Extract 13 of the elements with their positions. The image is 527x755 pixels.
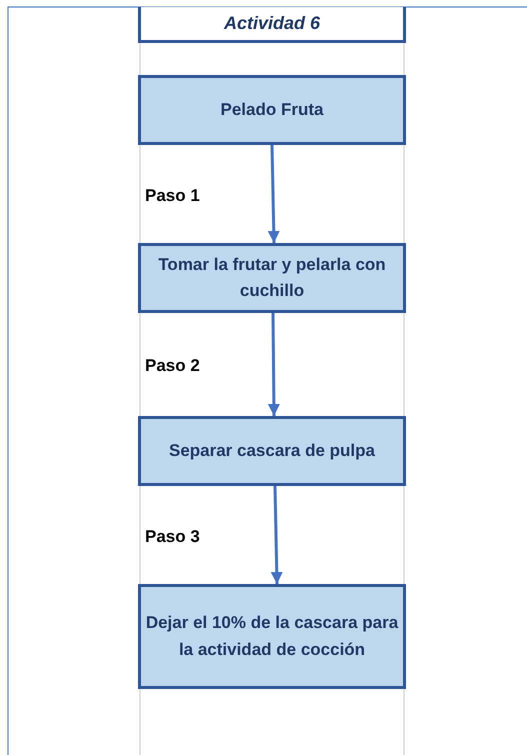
arrow [268,144,280,244]
arrow [270,486,283,584]
process-box [138,243,406,313]
process-box [138,584,406,689]
box-text: Dejar el 10% de la cascara para la actividad de cocción [145,612,399,660]
process-box [138,416,406,486]
box-text: Separar cascara de pulpa [168,440,375,462]
box-text: Actividad 6 [224,12,320,35]
box-text: Tomar la frutar y pelarla con cuchillo [157,254,387,302]
header-cell [138,7,406,43]
box-text: Pelado Fruta [220,98,324,121]
process-box [138,75,406,145]
arrow [268,312,280,416]
